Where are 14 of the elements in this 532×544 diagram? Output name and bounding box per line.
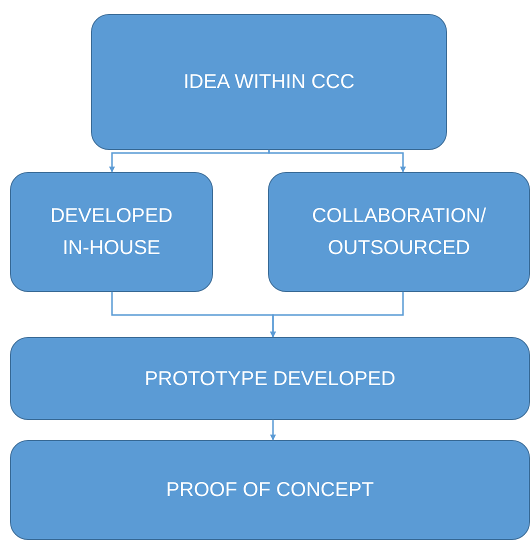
box-label: IDEA WITHIN CCC (183, 70, 355, 95)
connector-arrow (270, 420, 276, 441)
connector-arrow (270, 292, 404, 338)
box-label: PROTOTYPE DEVELOPED (144, 366, 396, 392)
box-label: DEVELOPED IN-HOUSE (49, 204, 174, 261)
connector-arrow (268, 150, 406, 173)
process-box (10, 337, 530, 420)
box-label: PROOF OF CONCEPT (166, 478, 374, 503)
box-label: COLLABORATION/ OUTSOURCED (310, 204, 488, 261)
process-box (91, 14, 447, 150)
process-box (268, 172, 530, 292)
connector-arrow (109, 150, 270, 173)
process-box (10, 440, 530, 540)
process-box (10, 172, 213, 292)
